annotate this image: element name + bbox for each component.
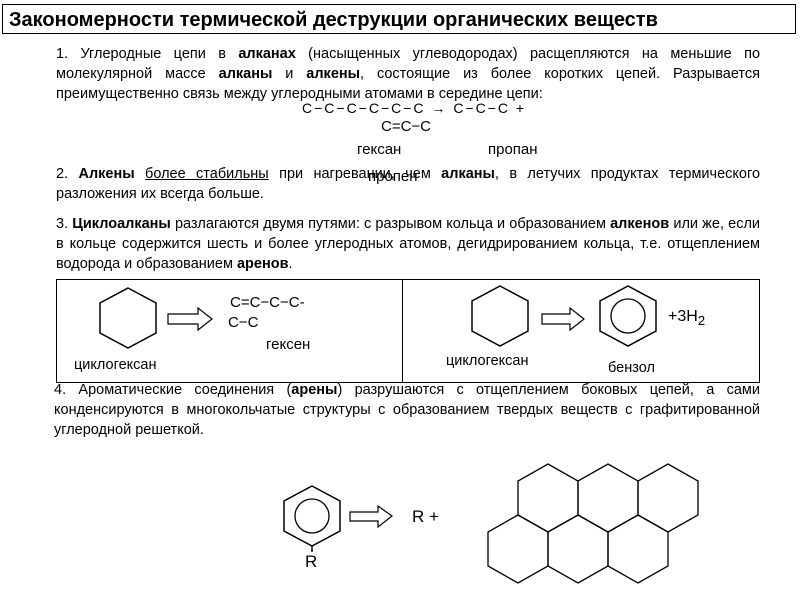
aromatic-circle-icon — [610, 298, 646, 334]
hexene-label: гексен — [266, 336, 311, 353]
hexane-label: гексан — [357, 141, 402, 158]
term-alkenes: алкенов — [610, 216, 670, 232]
paragraph-number: 3. — [56, 216, 73, 232]
text: , состоящие из более коротких цепей. Раз… — [56, 66, 760, 102]
arrow-icon — [541, 306, 585, 332]
hexane-cracking-chain: C−C−C−C−C−C → C−C−C + — [302, 100, 527, 116]
cyclohexane-ring-icon — [471, 285, 529, 347]
paragraph-3: 3. Циклоалканы разлагаются двумя путями:… — [56, 214, 760, 274]
aromatic-circle-icon — [294, 498, 330, 534]
underlined-text: более стабильны — [145, 166, 269, 182]
arrow-icon — [349, 504, 394, 529]
propane-label: пропан — [488, 141, 538, 158]
term-alkenes: алкены — [306, 66, 361, 82]
term-alkanes: алканы — [218, 66, 273, 82]
benzene-label: бензол — [608, 360, 655, 376]
text: или же, если в кольце содержится шесть и… — [56, 216, 761, 272]
text: ) разрушаются с отщеплением боковых цепе… — [54, 382, 760, 438]
cyclohexane-label-left: циклогексан — [74, 357, 157, 373]
hydrogen-product: +3H2 — [668, 308, 705, 328]
text: , в летучих продуктах термического разло… — [56, 166, 761, 202]
paragraph-number: 4. — [54, 382, 79, 398]
text: и — [272, 66, 307, 82]
box-divider — [402, 279, 403, 383]
text: разлагаются двумя путями: с разрывом кол… — [170, 216, 611, 232]
cycloalkane-reactions-box — [56, 279, 760, 383]
paragraph-2: 2. Алкены более стабильны при нагревании… — [56, 164, 760, 204]
paragraph-number: 1. — [56, 46, 81, 62]
term-alkanes: алканах — [238, 46, 296, 62]
paragraph-1: 1. Углеродные цепи в алканах (насыщенных… — [56, 44, 760, 104]
page-title: Закономерности термической деструкции ор… — [2, 4, 796, 34]
term-arenes: арены — [291, 382, 338, 398]
text: . — [288, 256, 293, 272]
hydrogen-text: +3H — [668, 308, 698, 325]
text: при нагревании, чем — [268, 166, 442, 182]
hexene-formula-line-2: C−C — [228, 314, 259, 331]
arene-ring-icon — [283, 485, 341, 547]
benzene-ring-icon — [599, 285, 657, 347]
substituent-r-label: R — [305, 552, 318, 571]
text: Углеродные цепи в — [80, 46, 239, 62]
hydrogen-subscript: 2 — [697, 313, 706, 329]
term-arenes: аренов — [236, 256, 289, 272]
cyclohexane-label-right: циклогексан — [446, 353, 529, 369]
cyclohexane-ring-icon — [99, 287, 157, 349]
propene-label: пропен — [368, 168, 418, 185]
term-cycloalkanes: Циклоалканы — [72, 216, 171, 232]
text: Ароматические соединения ( — [78, 382, 292, 398]
term-alkenes: Алкены — [78, 166, 135, 182]
text: (насыщенных углеводородах) расщепляются … — [56, 46, 761, 82]
arrow-icon — [167, 306, 213, 332]
r-plus-product: R + — [412, 507, 439, 526]
hexene-formula-line-1: C=C−C−C- — [230, 294, 305, 311]
graphite-lattice-icon — [487, 463, 699, 584]
paragraph-4: 4. Ароматические соединения (арены) разр… — [54, 380, 760, 440]
term-alkanes: алканы — [441, 166, 495, 182]
paragraph-number: 2. — [56, 166, 79, 182]
propene-formula: C=C−C — [381, 118, 432, 135]
